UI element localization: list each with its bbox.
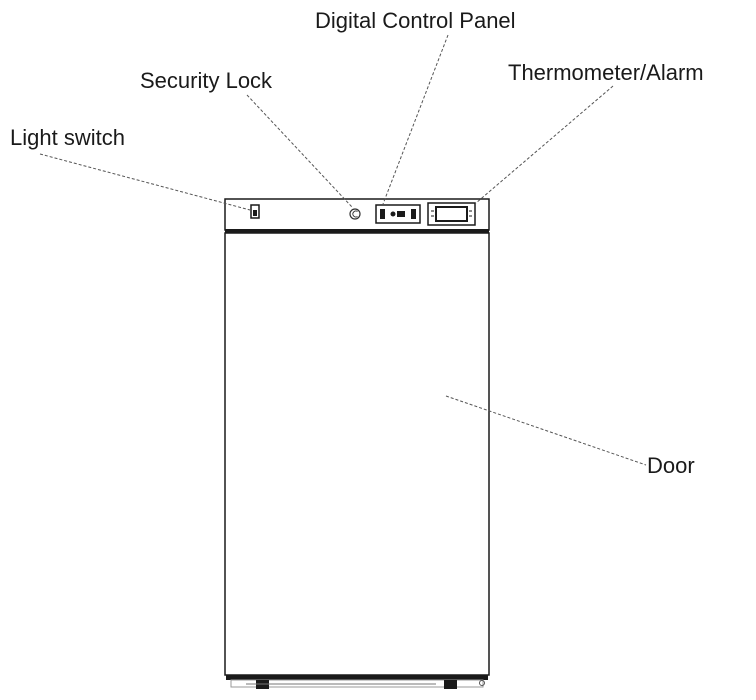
leader-security-lock: [246, 94, 353, 208]
foot-right: [444, 680, 457, 689]
label-security-lock: Security Lock: [140, 68, 273, 93]
base-screw: [479, 680, 485, 686]
base-plate: [226, 675, 488, 680]
leader-thermometer-alarm: [475, 85, 614, 204]
label-light-switch: Light switch: [10, 125, 125, 150]
digital-control-panel-icon: [375, 204, 421, 224]
leader-digital-control-panel: [382, 34, 449, 205]
door-panel: [224, 232, 490, 676]
thermometer-alarm-icon: [427, 202, 476, 226]
leader-light-switch: [39, 153, 251, 211]
label-door: Door: [647, 453, 695, 478]
strip-separator: [225, 229, 489, 233]
light-switch-icon: [250, 204, 260, 219]
label-digital-control-panel: Digital Control Panel: [315, 8, 516, 33]
label-thermometer-alarm: Thermometer/Alarm: [508, 60, 704, 85]
leader-door: [445, 395, 647, 466]
security-lock-icon: [349, 208, 361, 220]
